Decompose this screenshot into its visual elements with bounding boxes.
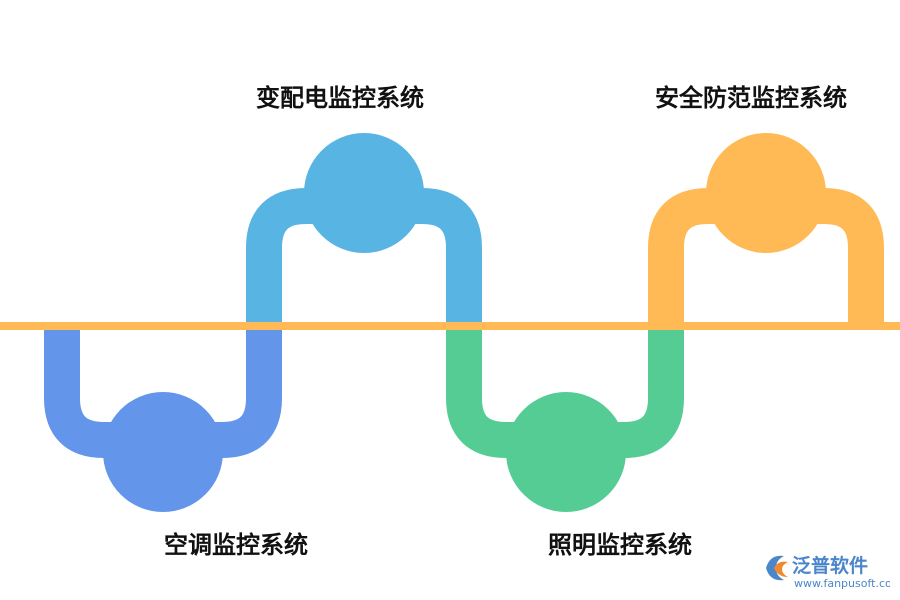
lighting-label: 照明监控系统	[548, 531, 692, 559]
logo-name: 泛普软件	[792, 554, 868, 577]
lighting-circle	[506, 392, 626, 512]
logo-url: www.fanpusoft.com	[794, 577, 890, 590]
fanpusoft-logo: 泛普软件 www.fanpusoft.com	[766, 554, 890, 590]
security-node	[648, 133, 884, 326]
air-conditioning-circle	[103, 392, 223, 512]
air-conditioning-label: 空调监控系统	[164, 531, 308, 559]
security-circle	[706, 133, 826, 253]
power-distribution-circle	[304, 133, 424, 253]
power-distribution-label: 变配电监控系统	[256, 84, 424, 112]
security-label: 安全防范监控系统	[655, 84, 847, 112]
lighting-node	[446, 326, 684, 512]
timeline-line	[0, 322, 900, 330]
logo-mark-icon	[766, 555, 788, 581]
air-conditioning-node	[44, 326, 282, 512]
power-distribution-node	[246, 133, 482, 326]
